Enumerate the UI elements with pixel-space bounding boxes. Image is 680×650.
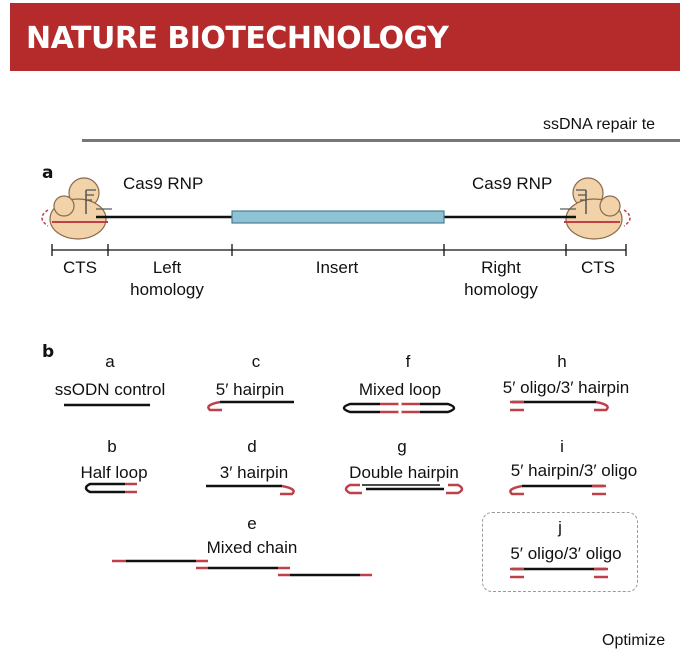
- template-h-shape: [510, 400, 609, 412]
- cas9-rnp-left: [41, 177, 112, 240]
- template-b-shape: [84, 482, 137, 494]
- cas9-rnp-right: [560, 177, 631, 240]
- template-h-name: 5′ oligo/3′ hairpin: [502, 378, 630, 397]
- insert-block: [231, 210, 445, 224]
- section-title: ssDNA repair te: [543, 116, 656, 133]
- segment-ruler: [51, 244, 627, 256]
- template-e-shape: [112, 559, 372, 577]
- template-j-shape: [510, 567, 608, 579]
- template-b-name: Half loop: [80, 463, 148, 482]
- template-c-shape: [207, 400, 294, 412]
- template-g-name: Double hairpin: [349, 463, 459, 482]
- journal-banner: NATURE BIOTECHNOLOGY: [10, 3, 680, 71]
- segment-left-homology-2: homology: [130, 280, 204, 299]
- template-g-shape: [344, 483, 464, 495]
- template-c-name: 5′ hairpin: [215, 380, 285, 399]
- template-g-letter: g: [397, 437, 407, 456]
- template-d-shape: [206, 484, 295, 496]
- segment-cts-right: CTS: [581, 258, 615, 277]
- template-j-name: 5′ oligo/3′ oligo: [510, 544, 622, 563]
- highlight-box: [482, 512, 638, 592]
- template-a-name: ssODN control: [54, 380, 166, 399]
- segment-right-homology-2: homology: [464, 280, 538, 299]
- header-rule: [82, 139, 680, 142]
- panel-b-label: b: [42, 342, 55, 362]
- segment-right-homology: Right: [481, 258, 521, 277]
- template-j-letter: j: [558, 518, 562, 537]
- template-d-name: 3′ hairpin: [219, 463, 289, 482]
- template-f-name: Mixed loop: [358, 380, 442, 399]
- segment-cts-left: CTS: [63, 258, 97, 277]
- segment-left-homology: Left: [152, 258, 182, 277]
- template-a-letter: a: [105, 352, 115, 371]
- rnp-right-label: Cas9 RNP: [472, 174, 553, 193]
- template-i-shape: [509, 484, 606, 496]
- panel-a-label: a: [42, 163, 54, 183]
- template-f-shape: [342, 401, 456, 415]
- template-e-name: Mixed chain: [206, 538, 298, 557]
- template-i-name: 5′ hairpin/3′ oligo: [510, 461, 638, 480]
- template-d-letter: d: [247, 437, 257, 456]
- template-b-letter: b: [107, 437, 117, 456]
- template-e-letter: e: [247, 514, 257, 533]
- footer-text: Optimize: [602, 632, 666, 649]
- segment-insert: Insert: [315, 258, 359, 277]
- template-h-letter: h: [557, 352, 567, 371]
- template-f-letter: f: [405, 352, 411, 371]
- rnp-left-label: Cas9 RNP: [123, 174, 204, 193]
- template-c-letter: c: [251, 352, 261, 371]
- template-i-letter: i: [560, 437, 564, 456]
- journal-title: NATURE BIOTECHNOLOGY: [26, 21, 449, 56]
